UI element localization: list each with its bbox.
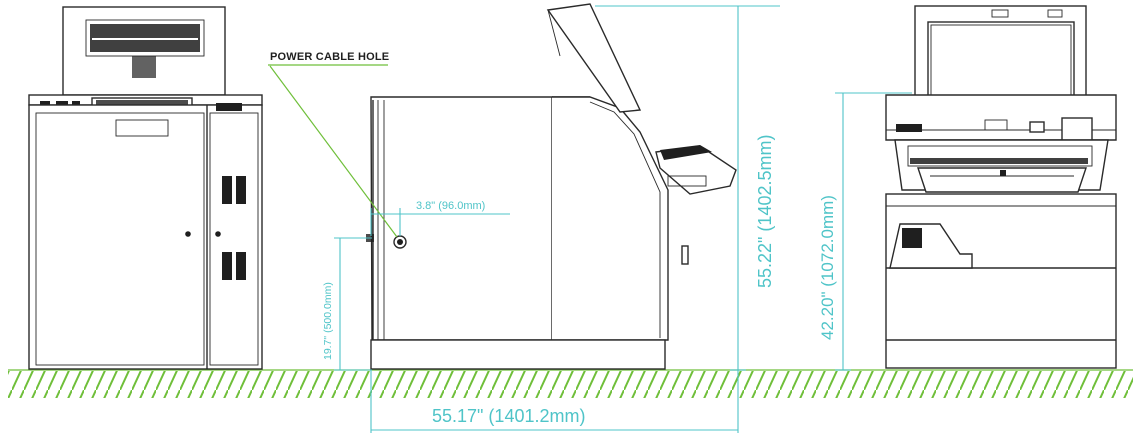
ground-hatch xyxy=(8,369,1133,398)
side-offset-label: 3.8" (96.0mm) xyxy=(416,200,485,212)
dim-side-offset: 3.8" (96.0mm) xyxy=(370,200,510,236)
dim-front-height: 42.20" (1072.0mm) xyxy=(818,92,912,371)
front-view xyxy=(28,6,263,370)
ledge-ports xyxy=(40,101,80,107)
overall-depth-label: 55.17" (1401.2mm) xyxy=(432,406,585,426)
power-cable-callout: POWER CABLE HOLE xyxy=(268,51,398,238)
dim-hole-height: 19.7" (500.0mm) xyxy=(322,237,372,371)
overall-height-label: 55.22" (1402.5mm) xyxy=(755,135,775,288)
monitor-vent-grille xyxy=(90,24,200,52)
monitor-stand-lines xyxy=(132,56,156,78)
dim-overall-height: 55.22" (1402.5mm) xyxy=(595,5,780,371)
side-vents xyxy=(222,176,246,280)
front-height-label: 42.20" (1072.0mm) xyxy=(818,195,837,340)
rear-view xyxy=(885,5,1117,369)
side-view xyxy=(366,3,737,370)
power-cable-hole-label: POWER CABLE HOLE xyxy=(270,51,389,63)
hole-height-label: 19.7" (500.0mm) xyxy=(322,282,334,360)
dim-overall-depth: 55.17" (1401.2mm) xyxy=(370,370,739,433)
